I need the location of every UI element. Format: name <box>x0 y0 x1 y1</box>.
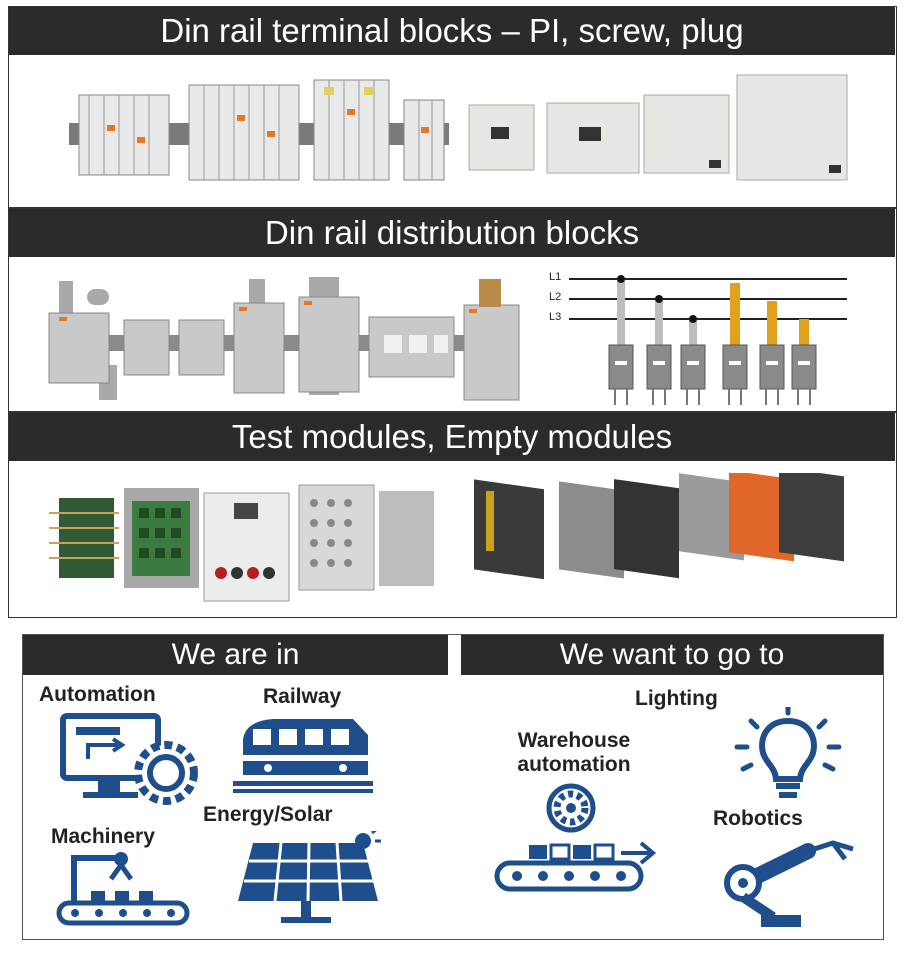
we-are-in-title: We are in <box>171 638 300 671</box>
machinery-icon <box>56 852 190 926</box>
markets-panel: We are in We want to go to Automation Ra… <box>22 634 884 940</box>
we-are-in-bar: We are in <box>23 635 448 675</box>
machinery-label: Machinery <box>51 825 155 848</box>
lighting-icon <box>734 707 842 798</box>
phase-label-l3: L3 <box>549 311 562 323</box>
warehouse-automation-icon <box>494 783 657 892</box>
test-modules-title-bar: Test modules, Empty modules <box>9 413 895 461</box>
distribution-blocks-title-bar: Din rail distribution blocks <box>9 209 895 257</box>
terminal-blocks-title-bar: Din rail terminal blocks – PI, screw, pl… <box>9 7 895 55</box>
test-modules-image <box>49 473 439 608</box>
distribution-blocks-panel: Din rail distribution blocks <box>8 208 897 412</box>
want-to-go-bar: We want to go to <box>461 635 883 675</box>
terminal-blocks-title: Din rail terminal blocks – PI, screw, pl… <box>160 12 744 49</box>
automation-icon <box>60 713 198 805</box>
test-modules-panel: Test modules, Empty modules <box>8 412 897 618</box>
terminal-blocks-image <box>59 65 849 195</box>
warehouse-automation-label: Warehouse automation <box>489 729 659 777</box>
want-to-go-title: We want to go to <box>559 638 785 671</box>
phase-diagram: L1 L2 L3 <box>547 269 857 409</box>
robotics-icon <box>724 840 854 927</box>
railway-label: Railway <box>263 685 342 708</box>
empty-modules-image <box>464 473 864 608</box>
lighting-label: Lighting <box>635 687 718 710</box>
phase-label-l2: L2 <box>549 291 562 303</box>
automation-label: Automation <box>39 683 156 706</box>
railway-icon <box>233 719 373 793</box>
phase-label-l1: L1 <box>549 271 562 283</box>
distribution-blocks-image <box>39 265 529 405</box>
solar-icon <box>238 831 381 923</box>
distribution-blocks-title: Din rail distribution blocks <box>264 214 640 251</box>
warehouse-automation-text: Warehouse automation <box>517 729 631 776</box>
energy-solar-label: Energy/Solar <box>203 803 333 826</box>
terminal-blocks-panel: Din rail terminal blocks – PI, screw, pl… <box>8 6 897 208</box>
robotics-label: Robotics <box>713 807 803 830</box>
test-modules-title: Test modules, Empty modules <box>231 418 673 455</box>
